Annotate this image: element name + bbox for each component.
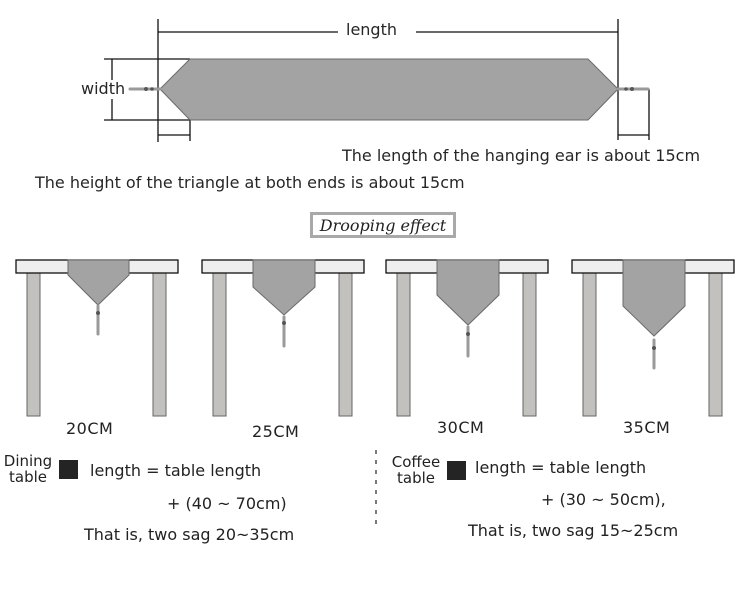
drooping-effect-title: Drooping effect — [310, 212, 456, 238]
ear-length-bracket — [618, 89, 650, 140]
triangle-height-bracket — [158, 120, 191, 141]
dining-formula-line2: + (40 ~ 70cm) — [167, 494, 287, 513]
table-20cm — [15, 259, 179, 417]
drop-label-35cm: 35CM — [623, 418, 671, 437]
ear-length-note: The length of the hanging ear is about 1… — [342, 146, 701, 165]
drop-label-25cm: 25CM — [252, 422, 300, 441]
coffee-formula-line2: + (30 ~ 50cm), — [541, 490, 666, 509]
table-30cm — [385, 259, 549, 417]
table-25cm — [201, 259, 365, 417]
dining-table-name: Dining table — [3, 452, 53, 486]
table-35cm — [571, 259, 735, 417]
length-dimension — [157, 19, 619, 142]
triangle-height-note: The height of the triangle at both ends … — [35, 173, 465, 192]
tassel-left-icon — [128, 87, 162, 91]
width-label: width — [81, 79, 126, 98]
dining-square-icon — [59, 460, 78, 479]
width-dimension — [104, 58, 190, 121]
dining-formula-line1: length = table length — [90, 461, 262, 480]
drooping-effect-title-text: Drooping effect — [319, 215, 447, 235]
coffee-formula-line3: That is, two sag 15~25cm — [468, 521, 679, 540]
dining-formula-line3: That is, two sag 20~35cm — [84, 525, 295, 544]
drop-label-20cm: 20CM — [66, 419, 114, 438]
length-label: length — [346, 20, 397, 39]
drop-label-30cm: 30CM — [437, 418, 485, 437]
tassel-right-icon — [616, 87, 650, 91]
coffee-table-name: Coffee table — [391, 453, 441, 487]
coffee-square-icon — [447, 461, 466, 480]
coffee-formula-line1: length = table length — [475, 458, 647, 477]
table-runner-shape — [159, 58, 619, 121]
